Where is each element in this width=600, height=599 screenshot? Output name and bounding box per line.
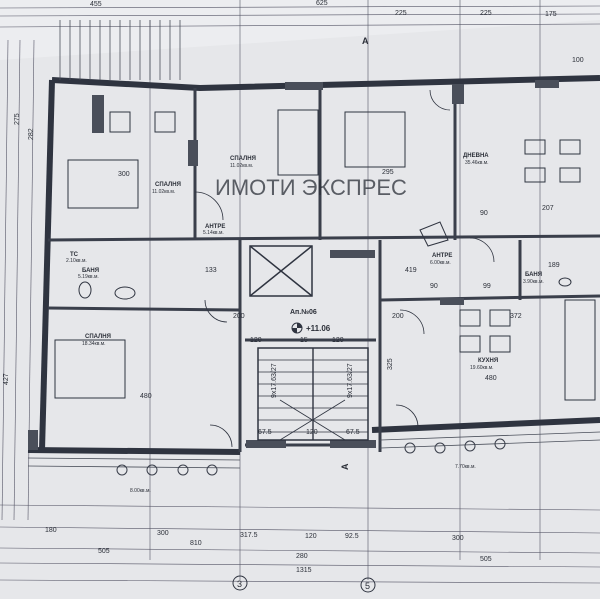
bottom-dim: 92.5 [345,533,359,540]
interior-dim: 67.5 [346,429,360,436]
interior-dim: 275 [14,113,21,125]
interior-walls [47,85,600,452]
interior-dim: 295 [382,169,394,176]
top-dim: 175 [545,11,557,18]
room-area-bedroom-top-2: 11.02кв.м. [152,189,175,195]
interior-dim: 200 [392,313,404,320]
room-area-wc: 2.10кв.м. [66,258,87,264]
room-area-terrace-left: 8.00кв.м. [130,488,151,494]
room-name-bath-right: БАНЯ [525,272,542,278]
room-name-bedroom-main: СПАЛНЯ [85,334,111,340]
room-name-kitchen: КУХНЯ [478,358,498,364]
elevator-shaft [249,245,313,297]
room-area-bath-left: 5.19кв.м. [78,274,99,280]
interior-dim: 133 [205,267,217,274]
stair-label-right: 9x17.63/27 [347,363,354,398]
top-dimensions: 455 625 225 225 175 100 [90,0,584,64]
bottom-dim: 505 [480,556,492,563]
overall-width: 1315 [296,567,312,574]
terrace-railings [27,20,600,469]
bottom-dim: 317.5 [240,532,258,539]
interior-dim: 90 [480,210,488,217]
axis-mark-5: 5 [365,581,370,591]
room-name-bath-left: БАНЯ [82,268,99,274]
interior-dim: 282 [28,128,35,140]
bottom-dim: 810 [190,540,202,547]
room-name-bedroom-top-2: СПАЛНЯ [155,182,181,188]
room-area-bedroom-top: 11.02кв.м. [230,163,253,169]
interior-dim: 120 [250,337,262,344]
top-dim: 625 [316,0,328,7]
room-area-entry-left: 5.14кв.м. [203,230,224,236]
apartment-label: Ап.№06 [290,308,317,316]
bottom-dim: 120 [305,533,317,540]
interior-dim: 372 [510,313,522,320]
top-dim: 455 [90,1,102,8]
room-area-entry: 6.00кв.м. [430,260,451,266]
interior-dim: 325 [387,358,394,370]
room-area-living: 35.46кв.м. [465,160,489,166]
exterior-walls [27,75,600,455]
interior-dim: 480 [140,393,152,400]
bottom-dim: 505 [98,548,110,555]
section-mark-top: A [362,36,369,46]
interior-dim: 419 [405,267,417,274]
bottom-dim: 280 [296,553,308,560]
stair-label-left: 9x17.63/27 [271,363,278,398]
room-labels: СПАЛНЯ 11.02кв.м. СПАЛНЯ 11.02кв.м. ДНЕВ… [66,153,544,494]
interior-dim: 480 [485,375,497,382]
room-area-bath-right: 3.90кв.м. [523,279,544,285]
top-dim: 100 [572,57,584,64]
wall-blocks [28,80,559,450]
section-mark-bottom: A [340,463,350,470]
interior-dim: 120 [332,337,344,344]
interior-dim: 67.5 [258,429,272,436]
interior-dim: 15 [300,337,308,344]
room-name-bedroom-top: СПАЛНЯ [230,156,256,162]
bottom-dim: 300 [452,535,464,542]
staircase [257,347,369,441]
dimension-lines [0,0,600,584]
room-area-kitchen: 19.60кв.м. [470,365,494,371]
interior-dim: 300 [118,171,130,178]
top-dim: 225 [395,10,407,17]
interior-dim: 189 [548,262,560,269]
terrace-posts [116,438,506,476]
section-marks: A A [340,36,369,470]
room-area-bedroom-main: 18.34кв.м. [82,341,106,347]
bottom-dimensions: 180 300 317.5 120 92.5 300 505 810 280 5… [45,527,492,574]
interior-dim: 200 [233,313,245,320]
room-area-terrace-right: 7.70кв.м. [455,464,476,470]
room-name-entry: АНТРЕ [432,253,452,259]
axis-marks: 3 5 [232,575,376,593]
room-name-wc: ТС [70,252,79,258]
interior-dimensions: 300 133 480 295 90 207 419 90 99 189 372… [3,113,560,436]
axis-mark-3: 3 [237,579,242,589]
interior-dim: 99 [483,283,491,290]
interior-dim: 207 [542,205,554,212]
interior-dim: 120 [306,429,318,436]
top-dim: 225 [480,10,492,17]
interior-dim: 90 [430,283,438,290]
elevation-marker: +11.06 [291,322,331,334]
interior-dim: 427 [3,373,10,385]
bottom-dim: 300 [157,530,169,537]
elevation-label: +11.06 [306,324,331,333]
room-name-living: ДНЕВНА [463,153,489,159]
watermark-text: ИМОТИ ЭКСПРЕС [215,175,407,200]
bottom-dim: 180 [45,527,57,534]
furniture [54,109,596,401]
room-name-entry-left: АНТРЕ [205,224,225,230]
door-swings [194,89,495,448]
